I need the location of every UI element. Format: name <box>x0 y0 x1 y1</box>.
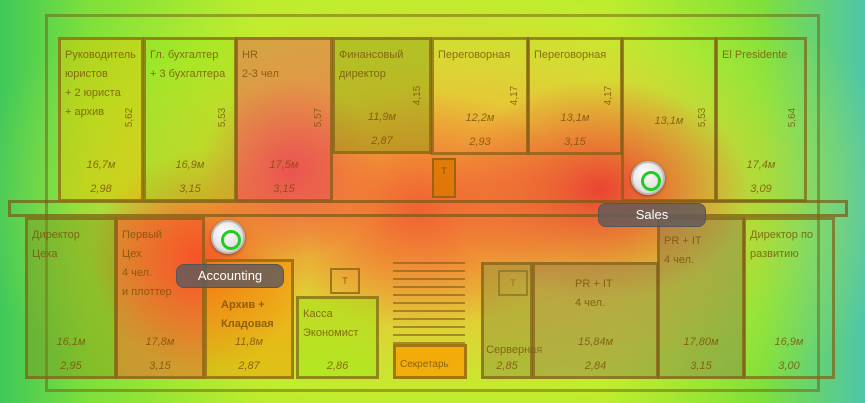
room-name: Касса Экономист <box>303 308 359 339</box>
toilet-1: Т <box>432 158 456 198</box>
room-width: 3,15 <box>690 360 712 372</box>
room-length: 4,15 <box>411 85 423 106</box>
room-width: 2,93 <box>469 136 491 148</box>
room-name: Переговорная <box>438 49 511 61</box>
access-point-label-sales[interactable]: Sales <box>598 203 706 227</box>
room-name: Директор Цеха <box>32 229 80 260</box>
room: Переговорная 12,2м 2,93 4,17 <box>431 37 529 155</box>
room: HR 2-3 чел 17,5м 3,15 5,57 <box>235 37 333 202</box>
room-width: 3,15 <box>273 183 295 195</box>
room-name: Первый Цех 4 чел. и плоттер <box>122 229 172 298</box>
room-width: 3,15 <box>564 136 586 148</box>
room-length: 4,17 <box>602 86 614 106</box>
room-length: 5,53 <box>696 107 708 127</box>
room-width: 2,84 <box>584 360 607 372</box>
room-area: 16,9м <box>175 159 205 171</box>
room: Директор Цеха 16,1м 2,95 <box>25 217 117 379</box>
room: Касса Экономист 2,86 <box>296 296 379 379</box>
access-point-label-accounting[interactable]: Accounting <box>176 264 284 288</box>
toilet-2: Т <box>330 268 360 294</box>
room-width: 2,87 <box>238 360 260 372</box>
room-name: PR + IT 4 чел. <box>664 235 702 266</box>
room-width: 3,09 <box>750 183 772 195</box>
staircase <box>393 262 465 344</box>
room-name: Гл. бухгалтер + 3 бухгалтера <box>150 49 226 80</box>
room-name: El Presidente <box>722 49 788 61</box>
room-area: 16,7м <box>86 159 116 171</box>
room-width: 3,15 <box>149 360 171 372</box>
room: El Presidente 17,4м 3,09 5,64 <box>715 37 807 202</box>
room-width: 3,15 <box>179 183 201 195</box>
room-width: 3,00 <box>778 360 800 372</box>
room-name: Серверная <box>486 344 543 356</box>
building-outline <box>45 14 820 392</box>
room-area: 12,2м <box>465 112 495 124</box>
room: Руководитель юристов + 2 юриста + архив 1… <box>58 37 144 202</box>
room-name: Архив + Кладовая <box>221 299 274 330</box>
room: Серверная 2,85 <box>481 262 542 379</box>
room-length: 4,17 <box>508 86 520 106</box>
room-length: 5,64 <box>786 107 798 127</box>
room: Переговорная 13,1м 3,15 4,17 <box>527 37 623 155</box>
room-length: 5,53 <box>216 107 228 127</box>
room-name: Секретарь <box>400 359 449 370</box>
room: Директор по развитию 16,9м 3,00 <box>743 217 835 379</box>
room-name: PR + IT 4 чел. <box>575 278 613 309</box>
room-name: Переговорная <box>534 49 607 61</box>
room: Секретарь <box>393 344 467 379</box>
room-length: 5,62 <box>123 107 135 127</box>
room-width: 2,95 <box>60 360 82 372</box>
room-area: 13,1м <box>654 115 684 127</box>
room-area: 13,1м <box>560 112 590 124</box>
corridor-wall <box>8 200 848 217</box>
room: Гл. бухгалтер + 3 бухгалтера 16,9м 3,15 5,5… <box>143 37 237 202</box>
room: Финансовый директор 11,9м 2,87 4,15 <box>332 37 432 154</box>
room-width: 2,98 <box>90 183 112 195</box>
room-area: 17,80м <box>683 336 719 348</box>
room-length: 5,57 <box>312 107 324 127</box>
room: PR + IT 4 чел. 17,80м 3,15 <box>657 217 745 379</box>
room-area: 11,9м <box>367 111 397 123</box>
room-name: Руководитель юристов + 2 юриста + архив <box>65 49 136 118</box>
room-area: 16,9м <box>774 336 804 348</box>
access-point-accounting[interactable] <box>211 220 245 254</box>
access-point-sales[interactable] <box>631 161 665 195</box>
room-area: 17,8м <box>145 336 175 348</box>
toilet-3: Т <box>498 270 528 296</box>
room-width: 2,85 <box>496 360 518 372</box>
room-area: 15,84м <box>577 336 614 348</box>
room-area: 17,5м <box>269 159 299 171</box>
room-name: Директор по развитию <box>750 229 814 260</box>
room-width: 2,86 <box>326 360 349 372</box>
room: Первый Цех 4 чел. и плоттер 17,8м 3,15 <box>115 217 205 379</box>
room-name: HR 2-3 чел <box>242 49 279 80</box>
room: PR + IT 4 чел. 15,84м 2,84 <box>532 262 659 379</box>
room-name: Финансовый директор <box>339 49 404 80</box>
room-area: 11,8м <box>234 336 264 348</box>
room-width: 2,87 <box>371 135 393 147</box>
room-area: 16,1м <box>56 336 86 348</box>
room-area: 17,4м <box>746 159 776 171</box>
